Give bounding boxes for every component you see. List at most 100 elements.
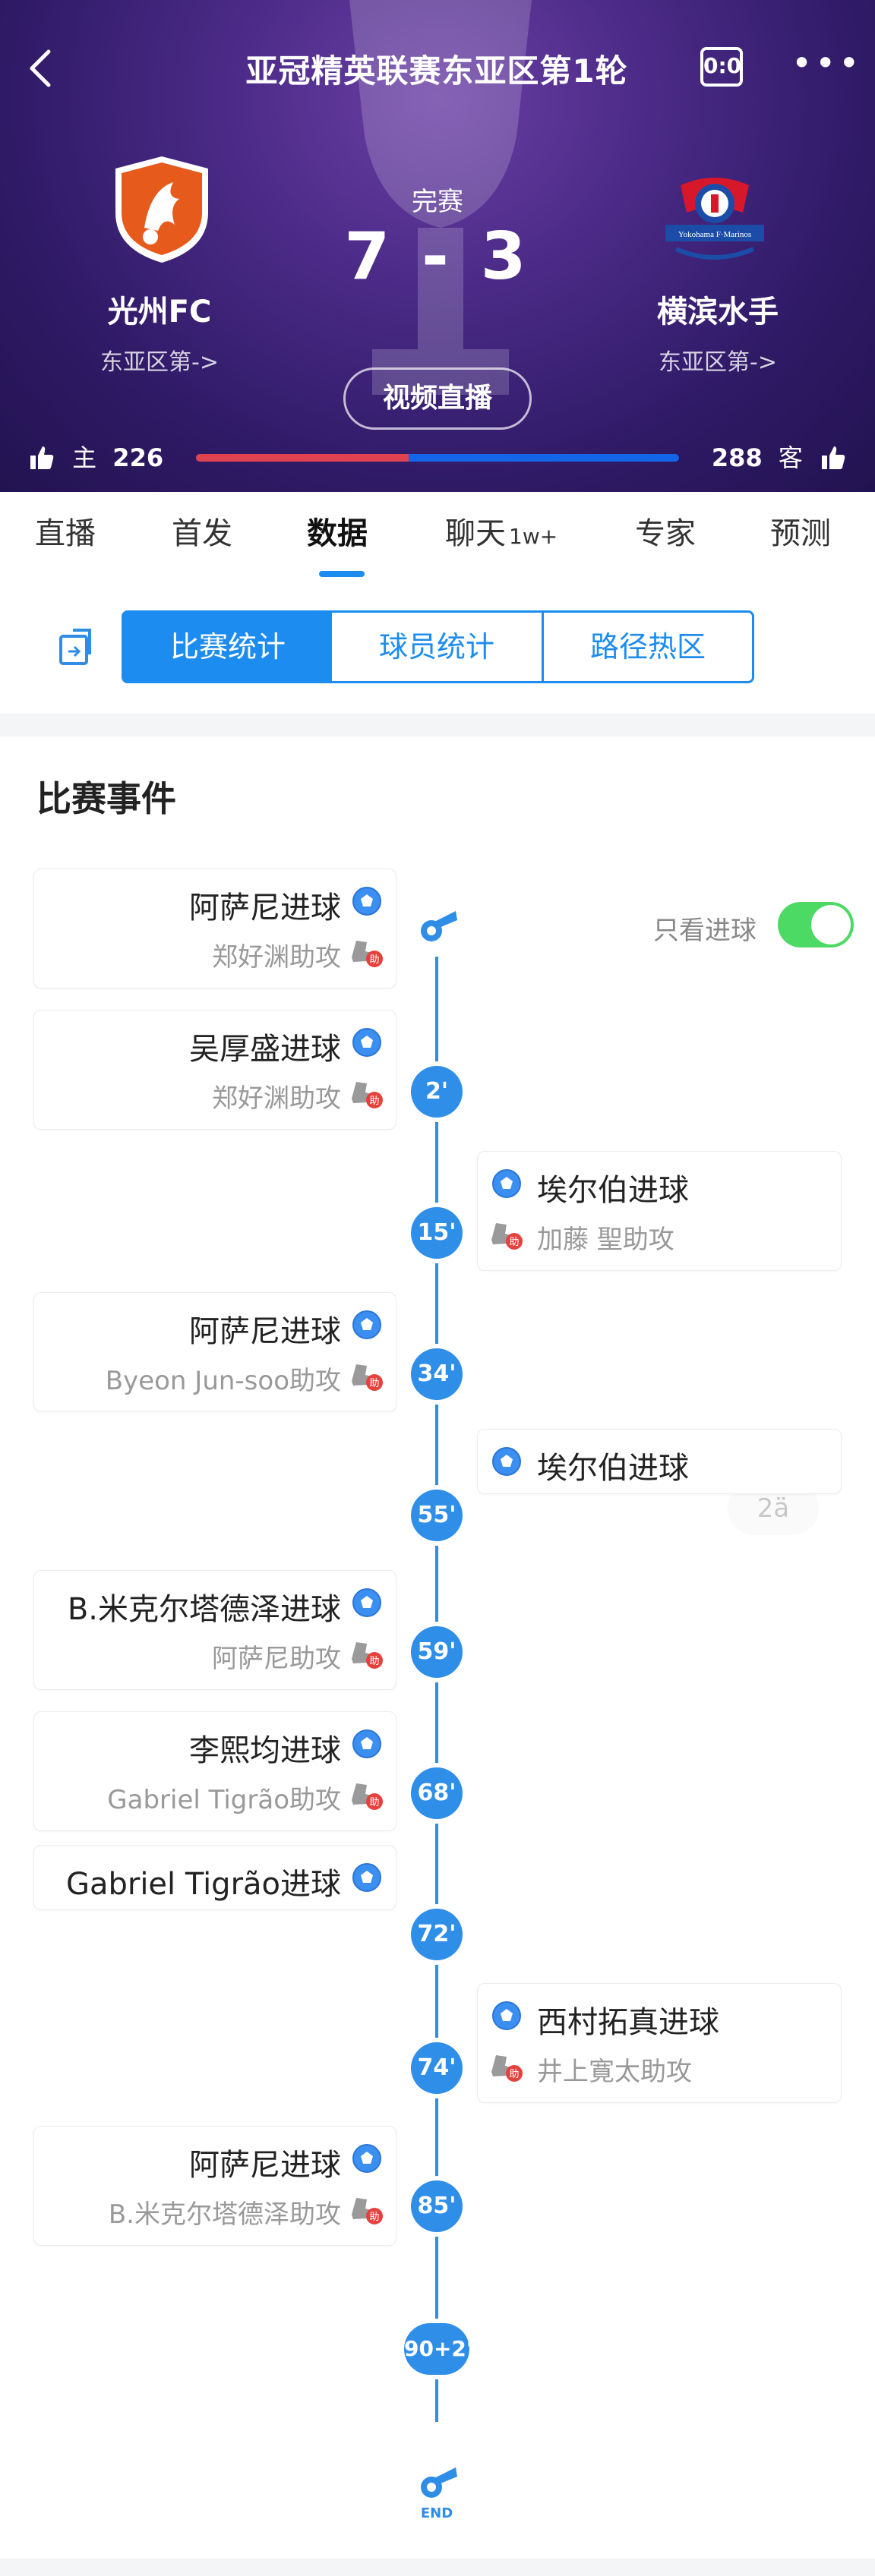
event-minute-badge: 59' [411,1626,463,1678]
goals-only-label: 只看进球 [653,916,757,946]
home-goal-event[interactable]: B.米克尔塔德泽进球助阿萨尼助攻 [33,1570,396,1690]
away-likes[interactable]: 288 客 [712,439,846,474]
tab-live[interactable]: 直播 [35,516,96,551]
goal-scorer: B.米克尔塔德泽进球 [67,1592,341,1627]
away-team-name[interactable]: 横滨水手 [657,295,779,329]
video-live-button[interactable]: 视频直播 [343,367,532,430]
thumbs-up-icon [30,446,54,469]
away-logo-text: Yokohama F·Marinos [678,230,751,239]
goal-scorer: 西村拓真进球 [537,2005,719,2040]
assist-player: 加藤 聖助攻 [537,1225,674,1255]
tab-chat-count: 1w+ [509,524,558,549]
subtab-match-stats[interactable]: 比赛统计 [122,610,334,683]
toggle-knob [811,905,851,944]
assist-boot-icon: 助 [349,1636,385,1670]
home-goal-event[interactable]: 阿萨尼进球助 郑好渊助攻 [33,869,396,988]
svg-text:助: 助 [369,1378,379,1389]
goal-scorer: 埃尔伯进球 [537,1451,689,1486]
away-goal-event[interactable]: 西村拓真进球助 井上寛太助攻 [477,1983,842,2103]
assist-boot-icon: 助 [349,1777,385,1811]
event-minute-badge: 2' [411,1066,463,1118]
svg-text:助: 助 [509,1237,519,1248]
event-minute-badge: 74' [411,2042,463,2094]
tab-prediction[interactable]: 预测 [770,516,831,551]
away-team-standing-link[interactable]: 东亚区第-> [659,349,777,376]
subtab-player-stats[interactable]: 球员统计 [332,610,544,683]
assist-player: 郑好渊助攻 [212,942,341,973]
away-goal-event[interactable]: 埃尔伯进球 [477,1429,842,1494]
goal-ball-icon [352,1862,382,1893]
home-likes-count: 226 [112,443,164,472]
goals-only-toggle[interactable] [778,902,854,947]
event-minute-badge: 85' [411,2180,463,2232]
assist-player: B.米克尔塔德泽助攻 [108,2199,341,2230]
home-goal-event[interactable]: Gabriel Tigrão进球 [33,1845,396,1910]
goal-scorer: 吴厚盛进球 [189,1032,341,1067]
section-title: 比赛事件 [36,778,176,819]
active-tab-indicator [319,571,365,577]
goal-scorer: 李熙均进球 [189,1733,341,1768]
tab-chat-label: 聊天 [445,516,506,551]
svg-text:助: 助 [369,954,379,966]
match-events-section: 比赛事件 只看进球 END 2ä 2ä 阿萨尼进球助郑好渊助攻2'吴厚盛进球助郑… [0,736,875,2559]
goal-scorer: 埃尔伯进球 [537,1173,689,1208]
away-likes-count: 288 [711,443,763,472]
home-goal-event[interactable]: 阿萨尼进球助 B.米克尔塔德泽助攻 [33,2126,396,2246]
svg-text:助: 助 [369,2212,379,2223]
assist-player: Byeon Jun-soo助攻 [105,1366,341,1396]
scoreboard-icon[interactable]: 0:0 [700,47,743,87]
whistle-start-icon [421,911,457,941]
away-likes-label: 客 [778,443,803,472]
away-team-logo[interactable]: Yokohama F·Marinos [658,159,772,273]
home-team-logo[interactable] [105,152,219,266]
svg-text:助: 助 [369,1096,379,1107]
tab-lineup[interactable]: 首发 [172,516,232,551]
event-minute-badge: 72' [411,1909,463,1960]
tab-expert[interactable]: 专家 [635,516,696,551]
thumbs-up-icon [822,446,845,469]
home-likes[interactable]: 主 226 [29,439,163,474]
page-title: 亚冠精英联赛东亚区第1轮 [245,52,628,90]
back-icon[interactable] [26,47,56,90]
event-minute-badge: 34' [411,1348,463,1400]
end-label: END [420,2505,453,2521]
more-icon[interactable]: ••• [791,43,863,84]
home-goal-event[interactable]: 吴厚盛进球助 郑好渊助攻 [33,1010,396,1130]
timeline-line [435,957,438,2422]
assist-player: 郑好渊助攻 [212,1083,341,1114]
assist-boot-icon: 助 [349,2192,385,2225]
away-goal-event[interactable]: 埃尔伯进球助 加藤 聖助攻 [477,1151,842,1271]
goal-scorer: 阿萨尼进球 [189,2148,341,2183]
goal-scorer: 阿萨尼进球 [189,1314,341,1349]
svg-text:助: 助 [369,1656,379,1667]
home-team-name[interactable]: 光州FC [107,295,212,329]
export-icon[interactable] [56,626,99,668]
assist-boot-icon: 助 [488,2049,525,2083]
goal-ball-icon [491,1168,522,1199]
event-minute-badge: 55' [411,1490,463,1541]
subtab-heatmap[interactable]: 路径热区 [542,610,754,683]
whistle-end-icon [421,2467,457,2498]
assist-player: 井上寛太助攻 [537,2057,692,2087]
home-likes-label: 主 [72,443,97,472]
goal-ball-icon [491,2001,522,2031]
event-minute-badge: 15' [411,1207,463,1259]
assist-boot-icon: 助 [349,935,385,968]
goal-ball-icon [352,1729,382,1759]
goal-ball-icon [352,2143,382,2174]
assist-boot-icon: 助 [349,1076,385,1109]
match-header: 亚冠精英联赛东亚区第1轮 0:0 ••• Yokohama F·Marinos … [0,0,875,492]
goal-ball-icon [352,1310,382,1340]
match-status: 完赛 [412,187,463,217]
home-goal-event[interactable]: 阿萨尼进球助 Byeon Jun-soo助攻 [33,1292,396,1412]
goal-scorer: 阿萨尼进球 [189,891,341,925]
tab-data[interactable]: 数据 [307,516,368,551]
vote-bar-home [196,454,409,462]
assist-boot-icon: 助 [349,1358,385,1392]
home-team-standing-link[interactable]: 东亚区第-> [100,349,219,376]
svg-text:助: 助 [509,2069,519,2080]
assist-boot-icon: 助 [488,1217,525,1250]
